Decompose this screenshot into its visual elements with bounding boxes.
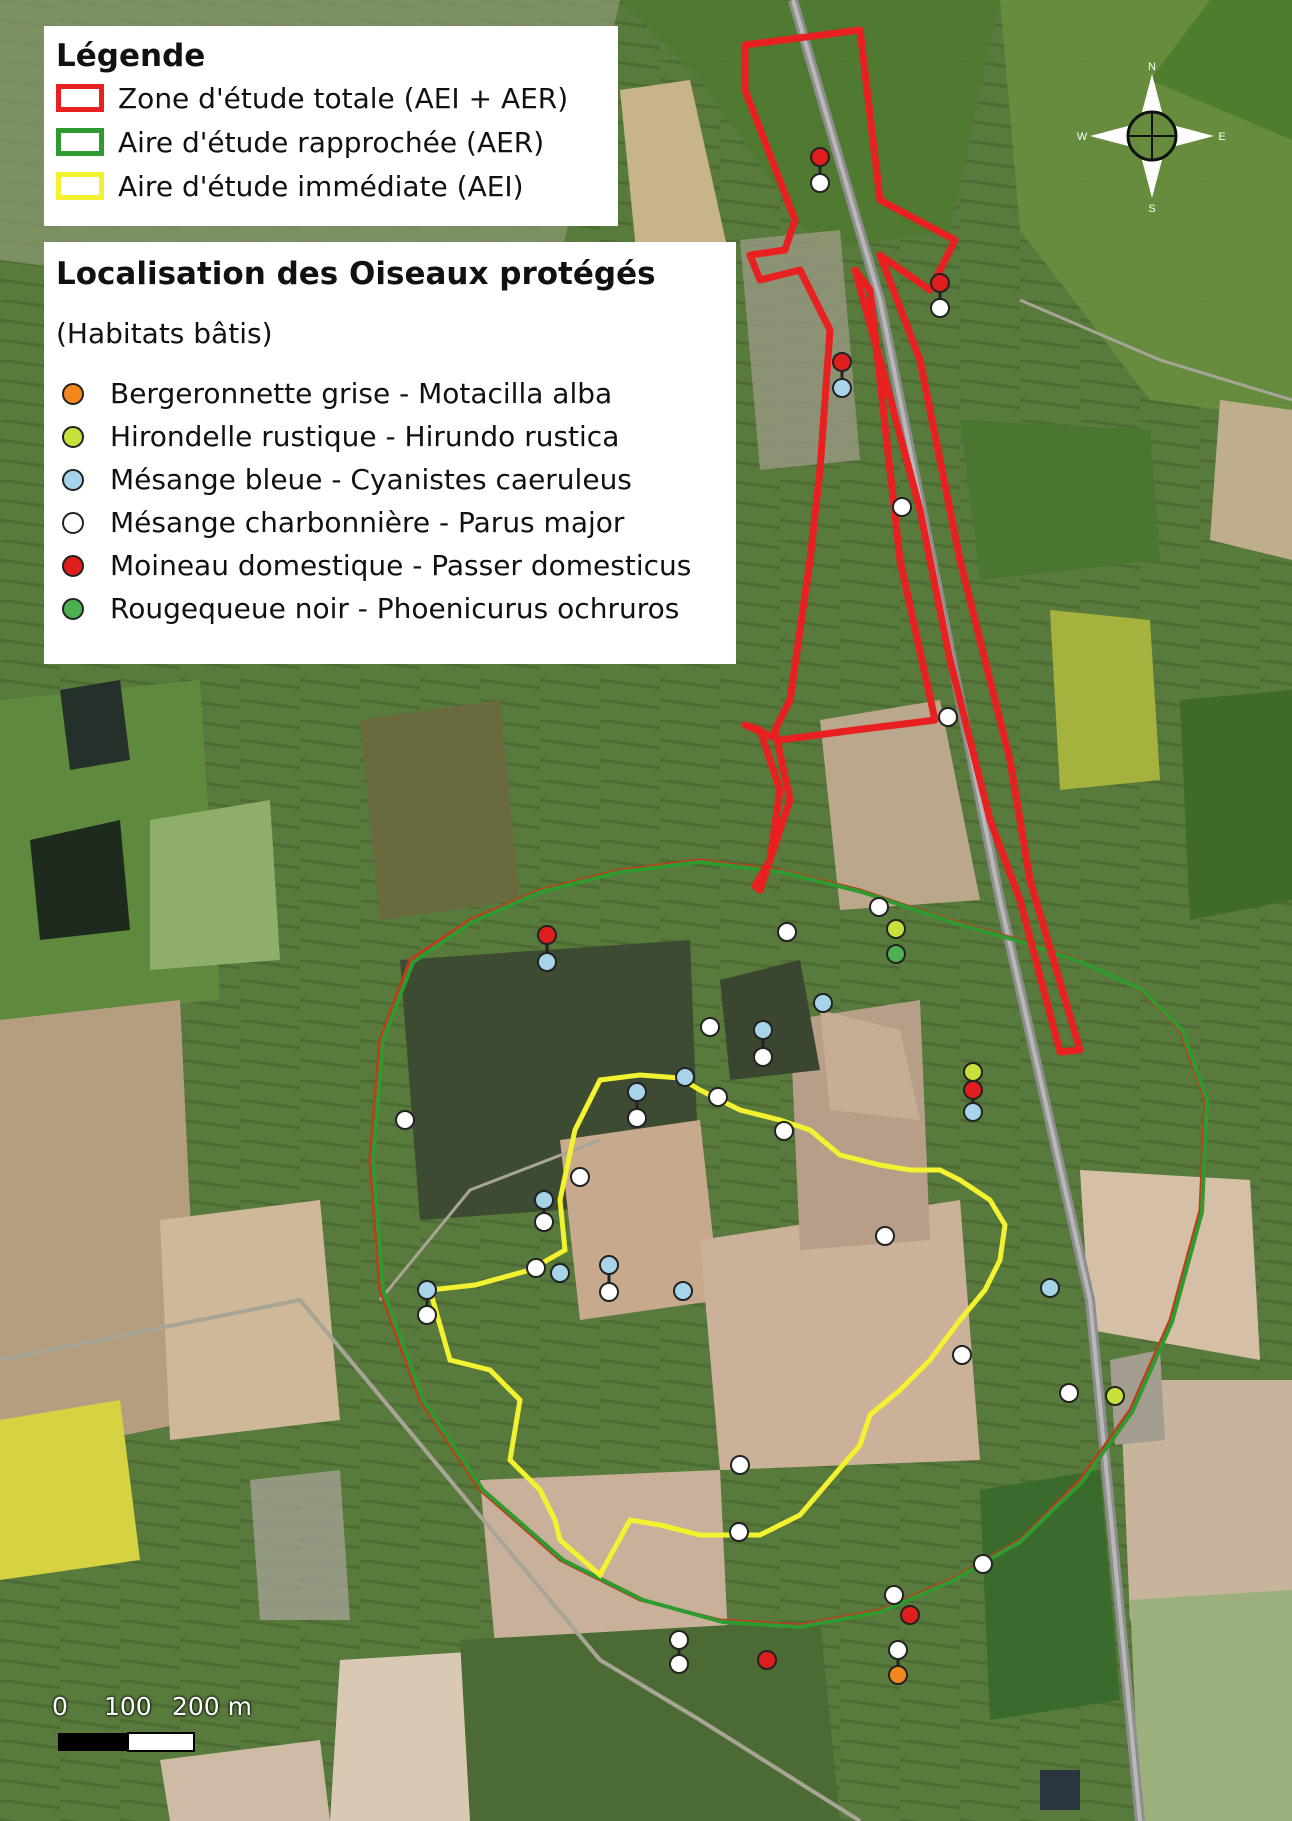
observation-point-mesange-charbonniere[interactable] — [938, 707, 958, 727]
observation-point-mesange-charbonniere[interactable] — [730, 1455, 750, 1475]
scale-bar-labels: 0 100 200 m — [52, 1692, 292, 1726]
observation-point-mesange-charbonniere[interactable] — [774, 1121, 794, 1141]
observation-point-mesange-charbonniere[interactable] — [892, 497, 912, 517]
observation-point-hirondelle[interactable] — [963, 1062, 983, 1082]
observation-point-mesange-charbonniere[interactable] — [875, 1226, 895, 1246]
species-item-mesange-charbonniere: Mésange charbonnière - Parus major — [56, 501, 724, 544]
observation-point-mesange-charbonniere[interactable] — [669, 1654, 689, 1674]
observation-point-mesange-bleue[interactable] — [1040, 1278, 1060, 1298]
compass-rose: N S E W — [1077, 61, 1226, 215]
legend-item-aei: Aire d'étude immédiate (AEI) — [56, 164, 606, 208]
observation-point-mesange-charbonniere[interactable] — [973, 1554, 993, 1574]
species-item-rougequeue: Rougequeue noir - Phoenicurus ochruros — [56, 587, 724, 630]
observation-point-mesange-charbonniere[interactable] — [627, 1108, 647, 1128]
compass-e: E — [1218, 131, 1225, 143]
observation-point-rougequeue[interactable] — [886, 944, 906, 964]
legend-swatch-red — [56, 84, 104, 112]
species-dot — [62, 511, 84, 534]
observation-point-mesange-charbonniere[interactable] — [753, 1047, 773, 1067]
observation-point-mesange-bleue[interactable] — [753, 1020, 773, 1040]
observation-point-mesange-charbonniere[interactable] — [526, 1258, 546, 1278]
observation-point-mesange-bleue[interactable] — [417, 1280, 437, 1300]
species-label: Moineau domestique - Passer domesticus — [110, 549, 692, 582]
legend-label: Aire d'étude rapprochée (AER) — [118, 125, 545, 159]
observation-point-mesange-charbonniere[interactable] — [534, 1212, 554, 1232]
species-item-bergeronnette: Bergeronnette grise - Motacilla alba — [56, 372, 724, 415]
species-dot — [62, 382, 84, 405]
observation-point-mesange-charbonniere[interactable] — [869, 897, 889, 917]
legend-panel: Légende Zone d'étude totale (AEI + AER) … — [44, 26, 618, 226]
species-item-mesange-bleue: Mésange bleue - Cyanistes caeruleus — [56, 458, 724, 501]
observation-point-mesange-charbonniere[interactable] — [952, 1345, 972, 1365]
observation-point-moineau[interactable] — [537, 925, 557, 945]
observation-point-mesange-bleue[interactable] — [963, 1102, 983, 1122]
species-dot — [62, 554, 84, 577]
observation-point-mesange-charbonniere[interactable] — [669, 1630, 689, 1650]
species-label: Hirondelle rustique - Hirundo rustica — [110, 420, 620, 453]
observation-point-mesange-charbonniere[interactable] — [729, 1522, 749, 1542]
observation-point-moineau[interactable] — [810, 147, 830, 167]
total-zone-boundary — [741, 26, 1084, 1056]
observation-point-bergeronnette[interactable] — [888, 1665, 908, 1685]
scale-label-200: 200 m — [172, 1692, 253, 1721]
observation-point-mesange-bleue[interactable] — [599, 1255, 619, 1275]
species-label: Mésange charbonnière - Parus major — [110, 506, 625, 539]
compass-s: S — [1148, 203, 1155, 215]
legend-swatch-yellow — [56, 172, 104, 200]
aei-boundary — [426, 1072, 1008, 1579]
observation-point-moineau[interactable] — [963, 1080, 983, 1100]
observation-points[interactable] — [395, 147, 1125, 1685]
scale-bar — [58, 1732, 195, 1752]
observation-point-mesange-charbonniere[interactable] — [777, 922, 797, 942]
scale-label-0: 0 — [52, 1692, 68, 1721]
observation-point-mesange-charbonniere[interactable] — [417, 1305, 437, 1325]
species-legend-subtitle: (Habitats bâtis) — [56, 317, 273, 350]
observation-point-mesange-bleue[interactable] — [550, 1263, 570, 1283]
species-label: Mésange bleue - Cyanistes caeruleus — [110, 463, 632, 496]
observation-point-mesange-charbonniere[interactable] — [708, 1087, 728, 1107]
observation-point-mesange-charbonniere[interactable] — [888, 1640, 908, 1660]
legend-label: Aire d'étude immédiate (AEI) — [118, 169, 524, 203]
compass-w: W — [1077, 131, 1088, 143]
legend-swatch-green — [56, 128, 104, 156]
observation-point-hirondelle[interactable] — [1105, 1386, 1125, 1406]
species-dot — [62, 468, 84, 491]
legend-title: Légende — [56, 38, 206, 74]
observation-point-moineau[interactable] — [930, 273, 950, 293]
species-dot — [62, 597, 84, 620]
observation-point-moineau[interactable] — [832, 352, 852, 372]
observation-point-mesange-charbonniere[interactable] — [810, 173, 830, 193]
species-item-hirondelle: Hirondelle rustique - Hirundo rustica — [56, 415, 724, 458]
observation-point-mesange-charbonniere[interactable] — [570, 1167, 590, 1187]
observation-point-mesange-charbonniere[interactable] — [599, 1282, 619, 1302]
observation-point-mesange-bleue[interactable] — [832, 378, 852, 398]
observation-point-mesange-bleue[interactable] — [534, 1190, 554, 1210]
species-item-moineau: Moineau domestique - Passer domesticus — [56, 544, 724, 587]
species-label: Bergeronnette grise - Motacilla alba — [110, 377, 613, 410]
species-label: Rougequeue noir - Phoenicurus ochruros — [110, 592, 680, 625]
observation-point-mesange-charbonniere[interactable] — [884, 1585, 904, 1605]
observation-point-mesange-bleue[interactable] — [813, 993, 833, 1013]
legend-item-aer: Aire d'étude rapprochée (AER) — [56, 120, 606, 164]
observation-point-moineau[interactable] — [900, 1605, 920, 1625]
legend-label: Zone d'étude totale (AEI + AER) — [118, 81, 569, 115]
species-legend-panel: Localisation des Oiseaux protégés (Habit… — [44, 242, 736, 664]
observation-point-mesange-charbonniere[interactable] — [930, 298, 950, 318]
observation-point-mesange-charbonniere[interactable] — [1059, 1383, 1079, 1403]
observation-point-mesange-charbonniere[interactable] — [700, 1017, 720, 1037]
species-legend-title: Localisation des Oiseaux protégés — [56, 256, 656, 292]
observation-point-mesange-bleue[interactable] — [537, 952, 557, 972]
observation-point-mesange-bleue[interactable] — [675, 1067, 695, 1087]
observation-point-mesange-charbonniere[interactable] — [395, 1110, 415, 1130]
observation-point-mesange-bleue[interactable] — [673, 1281, 693, 1301]
compass-n: N — [1148, 61, 1156, 73]
species-dot — [62, 425, 84, 448]
legend-item-total-zone: Zone d'étude totale (AEI + AER) — [56, 76, 606, 120]
observation-point-hirondelle[interactable] — [886, 919, 906, 939]
observation-point-mesange-bleue[interactable] — [627, 1082, 647, 1102]
scale-label-100: 100 — [104, 1692, 152, 1721]
observation-point-moineau[interactable] — [757, 1650, 777, 1670]
